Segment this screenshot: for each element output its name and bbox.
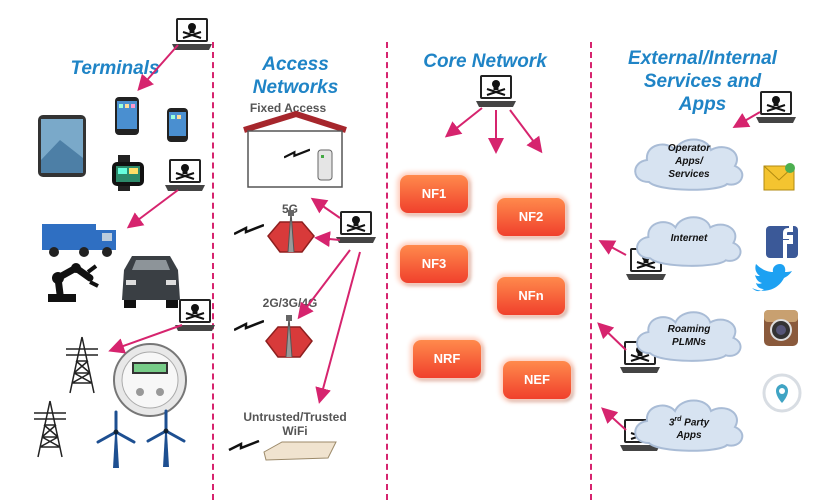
nrf-box[interactable]: NRF bbox=[413, 340, 481, 378]
cell-tower-icon bbox=[267, 209, 315, 253]
smartphone-icon bbox=[167, 108, 188, 142]
divider-terminals-access bbox=[212, 42, 214, 500]
operator-line2: Apps/ bbox=[675, 156, 703, 167]
smart-meter-icon bbox=[113, 343, 187, 417]
nf1-box[interactable]: NF1 bbox=[400, 175, 468, 213]
third-party-line1: 3rd Party bbox=[650, 413, 728, 429]
services-heading-line3: Apps bbox=[678, 94, 727, 115]
services-heading-line1: External/Internal bbox=[628, 48, 777, 69]
attacker-laptop-icon bbox=[756, 90, 796, 124]
attacker-laptop-icon bbox=[336, 210, 376, 244]
operator-line1: Operator bbox=[667, 143, 711, 154]
core-network-heading: Core Network bbox=[423, 51, 547, 72]
attacker-laptop-icon bbox=[165, 158, 205, 192]
email-icon bbox=[763, 163, 795, 191]
wifi-label: Untrusted/Trusted WiFi bbox=[230, 410, 360, 438]
attack-arrows bbox=[108, 44, 761, 431]
wind-turbine-icon bbox=[146, 409, 186, 469]
wifi-label-line2: WiFi bbox=[282, 424, 308, 438]
roaming-cloud-label: Roaming PLMNs bbox=[650, 323, 728, 349]
wireless-signal-icon bbox=[234, 224, 264, 236]
truck-icon bbox=[42, 224, 116, 257]
divider-core-services bbox=[590, 42, 592, 500]
third-party-line2: Apps bbox=[676, 430, 702, 442]
car-icon bbox=[122, 256, 180, 308]
third-party-word: Party bbox=[681, 417, 710, 429]
third-party-sup: rd bbox=[674, 416, 682, 423]
nef-box[interactable]: NEF bbox=[503, 361, 571, 399]
power-pylon-icon bbox=[65, 336, 99, 394]
power-pylon-icon bbox=[33, 400, 67, 458]
wifi-router-icon bbox=[263, 441, 337, 461]
wireless-signal-icon bbox=[234, 320, 264, 332]
fixed-access-label: Fixed Access bbox=[249, 101, 327, 115]
periscope-icon bbox=[762, 373, 802, 413]
third-party-num: 3 bbox=[668, 417, 675, 429]
attacker-laptop-icon bbox=[476, 74, 516, 108]
roaming-line2: PLMNs bbox=[672, 337, 706, 348]
nfn-box[interactable]: NFn bbox=[497, 277, 565, 315]
access-heading-line1: Access bbox=[262, 54, 329, 75]
terminals-heading: Terminals bbox=[70, 58, 160, 79]
tablet-icon bbox=[38, 115, 86, 177]
router-icon bbox=[317, 149, 333, 181]
twitter-icon bbox=[752, 264, 792, 292]
services-heading: External/Internal Services and Apps bbox=[610, 47, 795, 116]
services-heading-line2: Services and bbox=[643, 71, 762, 92]
operator-line3: Services bbox=[668, 169, 710, 180]
smartphone-icon bbox=[115, 97, 139, 135]
third-party-cloud-label: 3rd Party Apps bbox=[650, 413, 728, 442]
access-networks-heading: Access Networks bbox=[238, 53, 353, 99]
roaming-line1: Roaming bbox=[667, 324, 711, 335]
operator-apps-cloud-label: Operator Apps/ Services bbox=[650, 142, 728, 181]
nf2-box[interactable]: NF2 bbox=[497, 198, 565, 236]
smartwatch-icon bbox=[112, 155, 144, 191]
internet-cloud-label: Internet bbox=[670, 233, 708, 244]
robot-arm-icon bbox=[48, 263, 99, 302]
access-heading-line2: Networks bbox=[252, 77, 339, 98]
nf3-box[interactable]: NF3 bbox=[400, 245, 468, 283]
wireless-signal-icon bbox=[228, 440, 260, 452]
instagram-icon bbox=[764, 310, 798, 346]
wind-turbine-icon bbox=[96, 410, 136, 470]
cell-tower-icon bbox=[265, 314, 313, 358]
divider-access-core bbox=[386, 42, 388, 500]
wifi-label-line1: Untrusted/Trusted bbox=[243, 410, 347, 424]
facebook-icon bbox=[766, 225, 798, 258]
